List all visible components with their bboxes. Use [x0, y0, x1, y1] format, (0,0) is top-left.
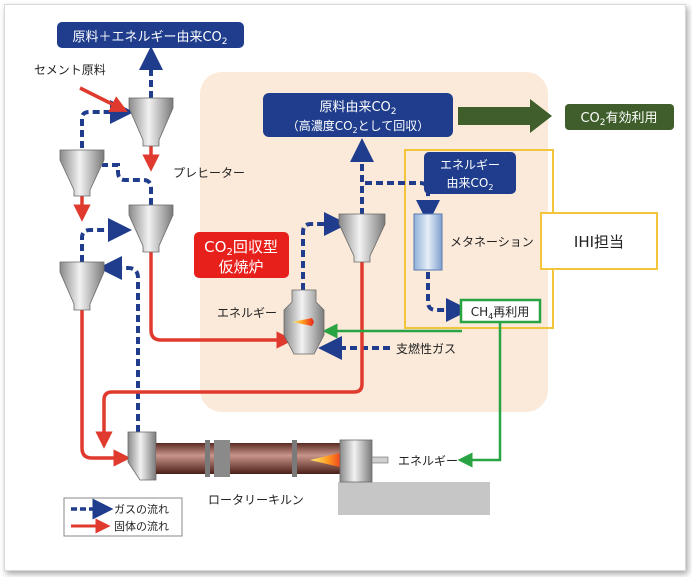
methanation-reactor [413, 213, 443, 271]
kiln-flame-icon [310, 452, 346, 468]
ch4-flow-to-kiln [457, 321, 502, 468]
solid-flow-cyclone-to-kiln [95, 262, 364, 449]
rotary-kiln-body [156, 443, 346, 474]
preheater-cyclone-1 [128, 97, 174, 147]
gas-flow-c2-to-c3 [102, 163, 153, 205]
preheater-cyclone-4 [59, 261, 105, 311]
energy-co2-label-line2: 由来CO2 [447, 176, 494, 192]
kiln-support-base [338, 482, 490, 515]
methanation-label: メタネーション [450, 235, 534, 249]
co2-capture-calciner-label-line1: CO2回収型 [204, 238, 278, 258]
co2-capture-calciner-box [194, 232, 289, 278]
gas-flow-c4-to-c2 [80, 218, 132, 262]
kiln-ring-2 [292, 440, 297, 477]
raw-material-co2-box [263, 93, 453, 137]
kiln-inlet-housing [127, 431, 157, 481]
calciner-cyclone [338, 213, 386, 263]
co2-capture-calciner-label-line2: 仮焼炉 [218, 258, 263, 276]
co2-utilization-box [565, 104, 674, 130]
solid-flow-c2-to-calciner [149, 252, 294, 349]
co2-utilization-arrow [458, 99, 552, 133]
preheater-cyclone-3 [59, 149, 105, 197]
preheater-label: プレヒーター [173, 166, 245, 180]
preheater-cyclone-2 [128, 204, 174, 253]
kiln-gear [214, 440, 230, 477]
combustion-gas-label: 支燃性ガス [396, 341, 456, 356]
raw-material-input-arrow [79, 86, 128, 112]
ihi-responsible-box [540, 212, 658, 270]
calciner-energy-label: エネルギー [217, 306, 277, 320]
legend-gas-label: ガスの流れ [114, 502, 169, 516]
high-concentration-co2-label: （高濃度CO2として回収） [287, 118, 430, 135]
legend-box [63, 497, 183, 537]
raw-material-co2-label: 原料由来CO2 [319, 100, 396, 117]
energy-co2-label-line1: エネルギー [440, 158, 500, 172]
legend-solid-label: 固体の流れ [114, 519, 169, 533]
calciner-flame-icon [292, 318, 314, 326]
raw-energy-co2-box [57, 22, 244, 48]
solid-flow-c4-to-kiln [80, 310, 131, 467]
ch4-reuse-label: CH4再利用 [471, 305, 530, 321]
gas-flow-calciner-to-cyclone [301, 212, 348, 290]
gas-flow-kiln-to-c4 [98, 256, 140, 432]
raw-material-label: セメント原料 [34, 63, 106, 77]
co2-utilization-label: CO2有効利用 [580, 111, 657, 128]
legend: ガスの流れ 固体の流れ [63, 497, 183, 537]
raw-energy-co2-label: 原料＋エネルギー由来CO2 [72, 30, 227, 47]
kiln-energy-label: エネルギー [398, 454, 458, 468]
kiln-burner-hood [339, 439, 373, 483]
kiln-burner-pipe [371, 456, 389, 464]
rotary-kiln-label: ロータリーキルン [208, 493, 304, 507]
energy-co2-box [424, 152, 516, 194]
kiln-ring-1 [205, 440, 210, 477]
gas-flow-methanation-to-ch4 [426, 272, 470, 322]
ihi-responsible-label: IHI担当 [574, 233, 624, 251]
ch4-reuse-box [459, 298, 542, 324]
gas-flow-c3-to-c1 [80, 100, 134, 148]
